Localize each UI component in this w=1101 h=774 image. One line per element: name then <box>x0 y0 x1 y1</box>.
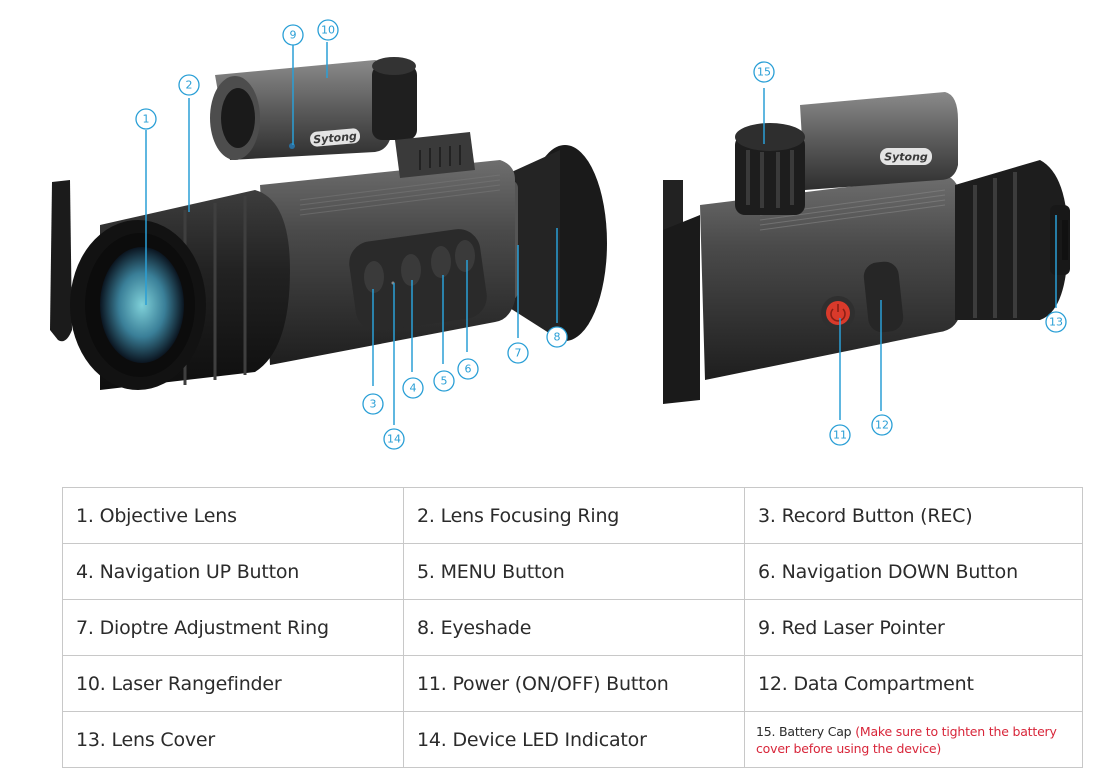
table-cell: 7. Dioptre Adjustment Ring <box>62 599 404 656</box>
power-button <box>826 301 850 325</box>
callout-2-label: 2 <box>186 79 193 92</box>
product-diagram: Sytong <box>50 19 1070 450</box>
callout-4-label: 4 <box>410 382 417 395</box>
callout-11 <box>829 424 851 446</box>
table-row: 4. Navigation UP Button 5. MENU Button 6… <box>62 543 1083 600</box>
table-cell: 6. Navigation DOWN Button <box>744 543 1083 600</box>
right-laser-rangefinder <box>800 92 958 190</box>
brand-badge <box>310 128 361 147</box>
right-objective <box>955 160 1068 320</box>
callout-11-label: 11 <box>833 429 847 442</box>
table-row: 13. Lens Cover 14. Device LED Indicator … <box>62 711 1083 768</box>
callout-13-label: 13 <box>1049 316 1063 329</box>
callout-15-label: 15 <box>757 66 771 79</box>
battery-cap-label: 15. Battery Cap <box>756 723 852 739</box>
callout-14-label: 14 <box>387 433 401 446</box>
table-cell: 12. Data Compartment <box>744 655 1083 712</box>
data-compartment <box>863 261 904 333</box>
battery-cap-knob <box>372 65 417 140</box>
diagram-svg: Sytong <box>50 19 1070 450</box>
callout-3-label: 3 <box>370 398 377 411</box>
table-cell: 3. Record Button (REC) <box>744 487 1083 544</box>
battery-cap-cell: 15. Battery Cap (Make sure to tighten th… <box>744 711 1083 768</box>
table-cell: 5. MENU Button <box>403 543 745 600</box>
table-cell: 1. Objective Lens <box>62 487 404 544</box>
table-row: 10. Laser Rangefinder 11. Power (ON/OFF)… <box>62 655 1083 712</box>
table-cell: 4. Navigation UP Button <box>62 543 404 600</box>
table-row: 7. Dioptre Adjustment Ring 8. Eyeshade 9… <box>62 599 1083 656</box>
table-cell: 10. Laser Rangefinder <box>62 655 404 712</box>
callout-7-label: 7 <box>515 347 522 360</box>
callout-6-label: 6 <box>465 363 472 376</box>
menu-button <box>431 246 451 278</box>
callout-2 <box>178 74 200 96</box>
lens-cover-flap <box>50 180 72 342</box>
callout-10-label: 10 <box>321 24 335 37</box>
table-row: 1. Objective Lens 2. Lens Focusing Ring … <box>62 487 1083 544</box>
up-button <box>401 254 421 286</box>
leader-lines <box>145 42 1057 425</box>
callout-8-label: 8 <box>554 331 561 344</box>
callout-15 <box>753 61 775 83</box>
red-laser-pointer <box>289 143 295 149</box>
brand-label: Sytong <box>313 130 358 147</box>
callout-6 <box>457 358 479 380</box>
table-cell: 2. Lens Focusing Ring <box>403 487 745 544</box>
right-device-view: Sytong <box>663 92 1070 404</box>
callout-4 <box>402 377 424 399</box>
table-cell: 13. Lens Cover <box>62 711 404 768</box>
right-battery-cap <box>735 135 805 215</box>
objective-lens <box>100 247 184 363</box>
table-cell: 8. Eyeshade <box>403 599 745 656</box>
callout-5-label: 5 <box>441 375 448 388</box>
table-cell: 9. Red Laser Pointer <box>744 599 1083 656</box>
callout-12 <box>871 414 893 436</box>
right-brand-badge <box>880 148 932 165</box>
callout-8 <box>546 326 568 348</box>
left-device-view: Sytong <box>50 57 607 390</box>
callout-12-label: 12 <box>875 419 889 432</box>
table-cell: 11. Power (ON/OFF) Button <box>403 655 745 712</box>
table-cell: 14. Device LED Indicator <box>403 711 745 768</box>
callout-1 <box>135 108 157 130</box>
down-button <box>455 240 475 272</box>
callout-14 <box>383 428 405 450</box>
callout-3 <box>362 393 384 415</box>
right-brand-label: Sytong <box>884 151 928 164</box>
parts-legend-table: 1. Objective Lens 2. Lens Focusing Ring … <box>62 487 1083 768</box>
power-icon <box>830 308 846 322</box>
callout-5 <box>433 370 455 392</box>
callout-9 <box>282 24 304 46</box>
callout-9-label: 9 <box>290 29 297 42</box>
callout-1-label: 1 <box>143 113 150 126</box>
rec-button <box>364 261 384 293</box>
callout-7 <box>507 342 529 364</box>
callout-13 <box>1045 311 1067 333</box>
callout-10 <box>317 19 339 41</box>
battery-cap-warning: (Make sure to tighten the battery cover … <box>756 723 1057 756</box>
